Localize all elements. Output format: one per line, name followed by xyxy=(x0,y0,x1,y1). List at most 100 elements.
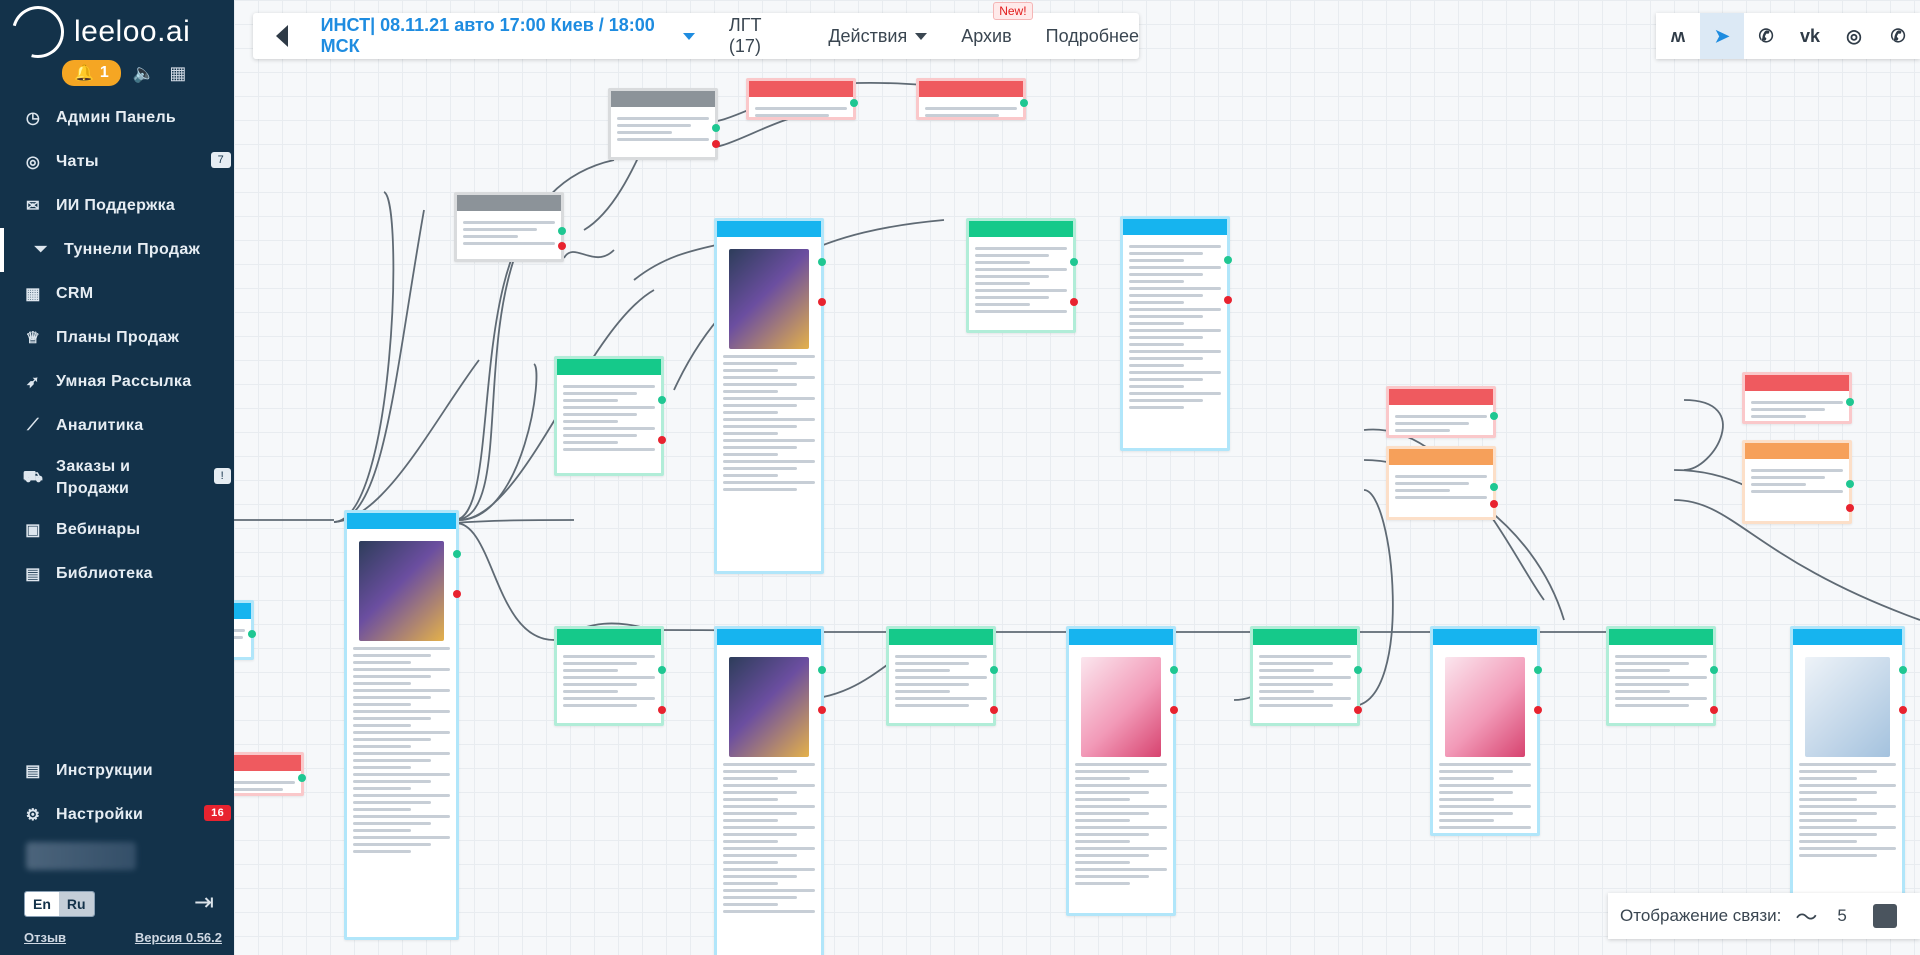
output-connector-fail[interactable] xyxy=(453,590,461,598)
funnel-block[interactable] xyxy=(1066,626,1176,916)
instagram-icon[interactable]: ◎ xyxy=(1846,25,1862,46)
funnel-block[interactable] xyxy=(966,218,1076,333)
output-connector-fail[interactable] xyxy=(1899,706,1907,714)
output-connector-fail[interactable] xyxy=(818,298,826,306)
actions-menu[interactable]: Действия xyxy=(828,26,928,47)
output-connector-fail[interactable] xyxy=(1846,504,1854,512)
whatsapp-icon[interactable]: ✆ xyxy=(1890,25,1906,46)
funnel-block-header[interactable] xyxy=(1609,629,1713,645)
sidebar-item-crm[interactable]: ▦CRM xyxy=(0,272,234,316)
output-connector-success[interactable] xyxy=(1070,258,1078,266)
funnel-block-header[interactable] xyxy=(234,603,251,619)
funnel-block-header[interactable] xyxy=(969,221,1073,237)
funnel-block-header[interactable] xyxy=(1793,629,1902,645)
output-connector-fail[interactable] xyxy=(1710,706,1718,714)
output-connector-fail[interactable] xyxy=(558,242,566,250)
funnel-block[interactable] xyxy=(1742,440,1852,524)
messenger-icon[interactable]: ʍ xyxy=(1670,25,1685,46)
viber-icon[interactable]: ✆ xyxy=(1758,25,1774,46)
output-connector-fail[interactable] xyxy=(1490,500,1498,508)
output-connector-success[interactable] xyxy=(248,630,256,638)
output-connector-fail[interactable] xyxy=(658,706,666,714)
funnel-block[interactable] xyxy=(234,600,254,660)
funnel-block[interactable] xyxy=(1790,626,1905,926)
back-button[interactable] xyxy=(263,13,301,59)
output-connector-success[interactable] xyxy=(850,99,858,107)
output-connector-fail[interactable] xyxy=(1170,706,1178,714)
funnel-block-header[interactable] xyxy=(749,81,853,97)
output-connector-fail[interactable] xyxy=(658,436,666,444)
funnel-block[interactable] xyxy=(1386,386,1496,438)
funnel-block-header[interactable] xyxy=(557,359,661,375)
output-connector-success[interactable] xyxy=(1846,480,1854,488)
funnel-block[interactable] xyxy=(1606,626,1716,726)
output-connector-success[interactable] xyxy=(990,666,998,674)
archive-button[interactable]: Архив New! xyxy=(961,1,1033,47)
details-button[interactable]: Подробнее xyxy=(1046,26,1139,47)
funnel-block[interactable] xyxy=(1386,446,1496,520)
vk-icon[interactable]: vk xyxy=(1799,25,1821,46)
funnel-block[interactable] xyxy=(1120,216,1230,451)
telegram-icon[interactable]: ➤ xyxy=(1700,13,1744,59)
output-connector-fail[interactable] xyxy=(1354,706,1362,714)
funnel-block[interactable] xyxy=(554,356,664,476)
funnel-block[interactable] xyxy=(916,78,1026,120)
output-connector-success[interactable] xyxy=(1490,483,1498,491)
lgt-button[interactable]: ЛГТ (17) xyxy=(729,15,794,57)
lang-en-button[interactable]: En xyxy=(25,892,59,916)
user-name-blurred[interactable] xyxy=(26,842,136,870)
output-connector-success[interactable] xyxy=(712,124,720,132)
sidebar-item-trophy[interactable]: ♕Планы Продаж xyxy=(0,316,234,360)
version-link[interactable]: Версия 0.56.2 xyxy=(134,930,222,945)
funnel-block[interactable] xyxy=(608,88,718,160)
funnel-block-header[interactable] xyxy=(1253,629,1357,645)
lang-ru-button[interactable]: Ru xyxy=(58,892,94,916)
funnel-block-header[interactable] xyxy=(1389,389,1493,405)
funnel-block-header[interactable] xyxy=(347,513,456,529)
feedback-link[interactable]: Отзыв xyxy=(24,930,67,945)
output-connector-success[interactable] xyxy=(658,396,666,404)
funnel-block[interactable] xyxy=(234,752,304,796)
output-connector-success[interactable] xyxy=(1899,666,1907,674)
sidebar-item-library[interactable]: ▤Библиотека xyxy=(0,552,234,596)
funnel-block[interactable] xyxy=(886,626,996,726)
funnel-block[interactable] xyxy=(1250,626,1360,726)
funnel-block-header[interactable] xyxy=(889,629,993,645)
output-connector-success[interactable] xyxy=(298,774,306,782)
funnel-canvas[interactable] xyxy=(234,0,1920,955)
output-connector-fail[interactable] xyxy=(1070,298,1078,306)
funnel-block-header[interactable] xyxy=(919,81,1023,97)
output-connector-fail[interactable] xyxy=(818,706,826,714)
funnel-block-header[interactable] xyxy=(1069,629,1173,645)
sidebar-item-analytics[interactable]: ⟋Аналитика xyxy=(0,404,234,448)
sidebar-item-funnel[interactable]: ⏷Туннели Продаж xyxy=(0,228,234,272)
output-connector-success[interactable] xyxy=(558,227,566,235)
funnel-block-header[interactable] xyxy=(1745,443,1849,459)
sidebar-item-cart[interactable]: ⛟Заказы и Продажи! xyxy=(0,448,234,508)
square-icon[interactable] xyxy=(1872,904,1897,928)
funnel-block-header[interactable] xyxy=(717,221,821,237)
output-connector-success[interactable] xyxy=(818,258,826,266)
funnel-select[interactable]: ИНСТ| 08.11.21 авто 17:00 Киев / 18:00 М… xyxy=(321,15,695,57)
funnel-block[interactable] xyxy=(746,78,856,120)
funnel-block-header[interactable] xyxy=(234,755,301,771)
sidebar-item-webinar[interactable]: ▣Вебинары xyxy=(0,508,234,552)
output-connector-fail[interactable] xyxy=(712,140,720,148)
output-connector-success[interactable] xyxy=(1354,666,1362,674)
funnel-block-header[interactable] xyxy=(1389,449,1493,465)
sound-icon[interactable]: 🔈 xyxy=(132,62,156,83)
funnel-block-header[interactable] xyxy=(1745,375,1849,391)
link-display-value[interactable]: 5 xyxy=(1837,906,1847,925)
output-connector-success[interactable] xyxy=(453,550,461,558)
output-connector-success[interactable] xyxy=(1170,666,1178,674)
funnel-block[interactable] xyxy=(344,510,459,940)
curve-icon[interactable]: 〜 xyxy=(1795,905,1818,930)
funnel-block-header[interactable] xyxy=(557,629,661,645)
notifications-button[interactable]: 🔔 1 xyxy=(62,60,121,86)
funnel-block-header[interactable] xyxy=(717,629,821,645)
funnel-block[interactable] xyxy=(454,192,564,262)
output-connector-fail[interactable] xyxy=(1224,296,1232,304)
output-connector-success[interactable] xyxy=(1020,99,1028,107)
